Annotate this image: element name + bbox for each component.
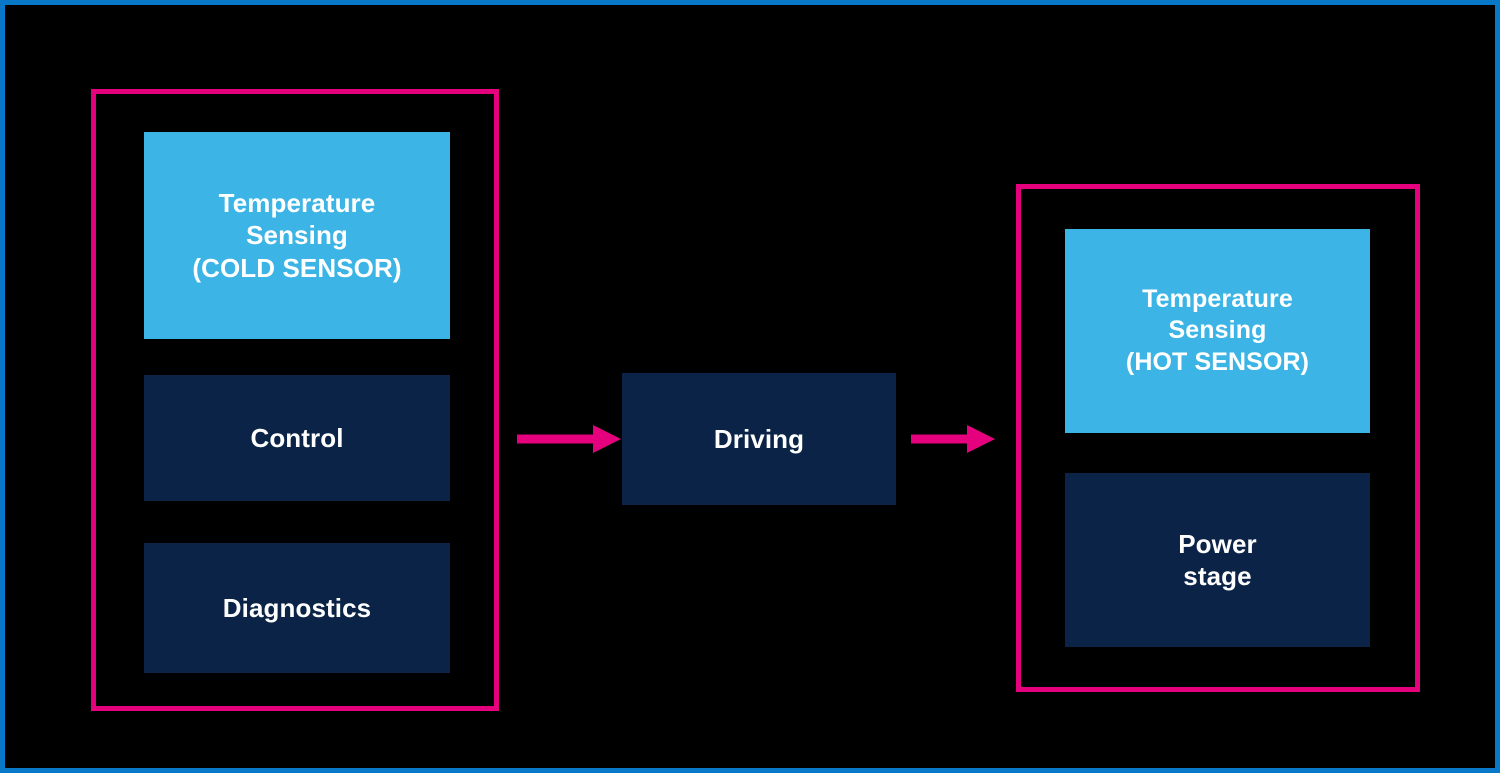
block-label: Driving	[713, 423, 805, 454]
block-label-line-1: Temperature	[1142, 285, 1293, 314]
block-label-line-1: Temperature	[218, 187, 376, 218]
block-temperature-sensing-hot[interactable]: Temperature Sensing (HOT SENSOR)	[1065, 229, 1370, 433]
arrow-driving-to-power-icon	[911, 425, 995, 453]
block-label: Diagnostics	[222, 592, 372, 623]
block-label: Control	[250, 422, 344, 453]
block-label-line-2: Sensing	[246, 220, 348, 251]
block-temperature-sensing-cold[interactable]: Temperature Sensing (COLD SENSOR)	[144, 132, 450, 339]
block-driving[interactable]: Driving	[622, 373, 896, 505]
block-label-line-1: Power	[1178, 528, 1257, 559]
arrow-control-to-driving-icon	[517, 425, 621, 453]
block-power-stage[interactable]: Power stage	[1065, 473, 1370, 647]
group-cold-side	[91, 89, 499, 711]
group-hot-side	[1016, 184, 1420, 692]
block-label-line-3: (COLD SENSOR)	[192, 252, 402, 283]
block-label-multiline: Power stage	[1065, 528, 1370, 593]
block-label-line-3: (HOT SENSOR)	[1125, 347, 1310, 376]
block-diagnostics[interactable]: Diagnostics	[144, 543, 450, 673]
block-control[interactable]: Control	[144, 375, 450, 501]
block-label-multiline: Temperature Sensing (HOT SENSOR)	[1065, 284, 1370, 378]
block-label-multiline: Temperature Sensing (COLD SENSOR)	[144, 187, 450, 285]
block-label-line-2: Sensing	[1168, 316, 1267, 345]
block-label-line-2: stage	[1183, 561, 1252, 591]
